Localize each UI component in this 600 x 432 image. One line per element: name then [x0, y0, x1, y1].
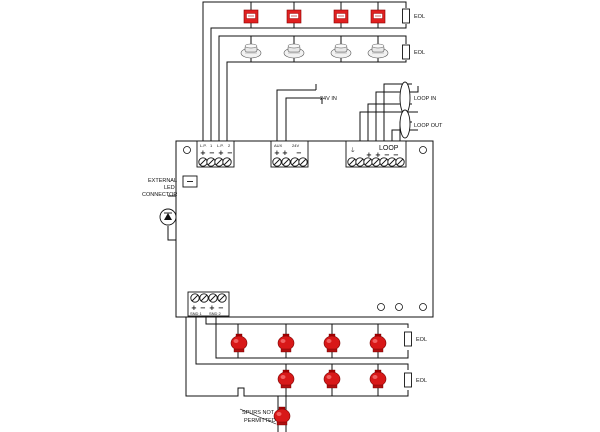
screw-terminal-icon	[298, 157, 308, 167]
screw-terminal-icon	[217, 293, 227, 303]
screw-terminal-icon	[272, 157, 282, 167]
detector-icon	[367, 43, 389, 59]
loop-in-label: LOOP IN	[414, 96, 436, 102]
svg-text:−: −	[200, 304, 206, 312]
screw-terminal-icon	[198, 157, 208, 167]
svg-text:−: −	[218, 304, 224, 312]
screw-terminal-icon	[387, 157, 397, 167]
call-points	[243, 9, 386, 24]
screw-terminal-icon	[214, 157, 224, 167]
terminal-block-loop: ⏚ LOOP + + − −	[345, 140, 407, 168]
svg-text:CONNECTOR: CONNECTOR	[142, 192, 177, 198]
svg-text:−: −	[393, 151, 399, 159]
call-point-icon	[333, 9, 349, 24]
terminal-block-sounder: + − + − SND 1 SND 2	[187, 291, 230, 317]
screw-terminal-icon	[363, 157, 373, 167]
svg-text:LED: LED	[164, 185, 175, 191]
svg-text:2: 2	[228, 143, 231, 148]
strike-line	[239, 408, 277, 425]
screw-terminal-icon	[355, 157, 365, 167]
eol-resistor-icon	[404, 372, 412, 388]
svg-text:EXTERNAL: EXTERNAL	[148, 178, 177, 184]
detector-icon	[240, 43, 262, 59]
svg-text:−: −	[227, 149, 233, 157]
terminal-block-aux: AUX 24V + + −	[270, 140, 309, 168]
svg-text:−: −	[209, 149, 215, 157]
sounder-icon	[277, 369, 295, 389]
svg-text:+: +	[218, 149, 224, 157]
led-icon	[159, 208, 177, 226]
v24-in-label: 24V IN	[320, 96, 337, 102]
svg-text:L.P.: L.P.	[217, 143, 224, 148]
detectors	[240, 43, 389, 59]
screw-terminal-icon	[199, 293, 209, 303]
screw-terminal-icon	[347, 157, 357, 167]
svg-text:+: +	[274, 149, 280, 157]
sounder-icon	[323, 369, 341, 389]
sounder-icon	[369, 369, 387, 389]
svg-text:+: +	[200, 149, 206, 157]
detector-icon	[330, 43, 352, 59]
spurs-label-line1: SPURS NOT	[242, 410, 275, 416]
screw-terminal-icon	[190, 293, 200, 303]
svg-text:24V: 24V	[292, 143, 299, 148]
sounder-icon	[323, 333, 341, 353]
loop-out-label: LOOP OUT	[414, 123, 443, 129]
sounder-icon	[277, 333, 295, 353]
sounder-icon	[230, 333, 248, 353]
svg-text:SND 1: SND 1	[190, 311, 203, 316]
screw-terminal-icon	[208, 293, 218, 303]
svg-text:EOL: EOL	[416, 337, 427, 343]
sounder-icon	[369, 333, 387, 353]
eol-resistors: EOL EOL EOL EOL	[402, 8, 427, 388]
loop-out-cable-ferrite	[399, 109, 411, 139]
call-point-icon	[286, 9, 302, 24]
eol-resistor-icon	[404, 331, 412, 347]
sounder-icon	[273, 406, 291, 426]
screw-terminal-icon	[395, 157, 405, 167]
eol-resistor-icon	[402, 8, 410, 24]
svg-text:−: −	[296, 149, 302, 157]
screw-terminal-icon	[281, 157, 291, 167]
svg-text:EOL: EOL	[414, 14, 425, 20]
loop-in-cable-ferrite	[399, 81, 411, 115]
svg-text:1: 1	[210, 143, 213, 148]
terminal-block-lp: L.P. 1 L.P. 2 + − + −	[196, 140, 235, 168]
svg-text:EOL: EOL	[414, 50, 425, 56]
earth-icon: ⏚	[350, 147, 356, 154]
eol-resistor-icon	[402, 44, 410, 60]
svg-text:+: +	[282, 149, 288, 157]
screw-terminal-icon	[290, 157, 300, 167]
external-led-connector: EXTERNAL LED CONNECTOR	[142, 175, 198, 226]
detector-icon	[283, 43, 305, 59]
screw-terminal-icon	[206, 157, 216, 167]
svg-text:SND 2: SND 2	[209, 311, 222, 316]
screw-terminal-icon	[222, 157, 232, 167]
svg-text:+: +	[375, 151, 381, 159]
svg-text:EOL: EOL	[416, 378, 427, 384]
svg-text:+: +	[366, 151, 372, 159]
control-panel	[175, 140, 434, 318]
screw-terminal-icon	[379, 157, 389, 167]
call-point-icon	[370, 9, 386, 24]
screw-terminal-icon	[371, 157, 381, 167]
svg-text:+: +	[191, 304, 197, 312]
svg-text:LOOP: LOOP	[379, 145, 399, 152]
svg-text:AUX: AUX	[274, 143, 283, 148]
svg-text:−: −	[384, 151, 390, 159]
spurs-label-line2: PERMITTED	[244, 418, 276, 424]
svg-text:L.P.: L.P.	[200, 143, 207, 148]
svg-text:+: +	[209, 304, 215, 312]
call-point-icon	[243, 9, 259, 24]
